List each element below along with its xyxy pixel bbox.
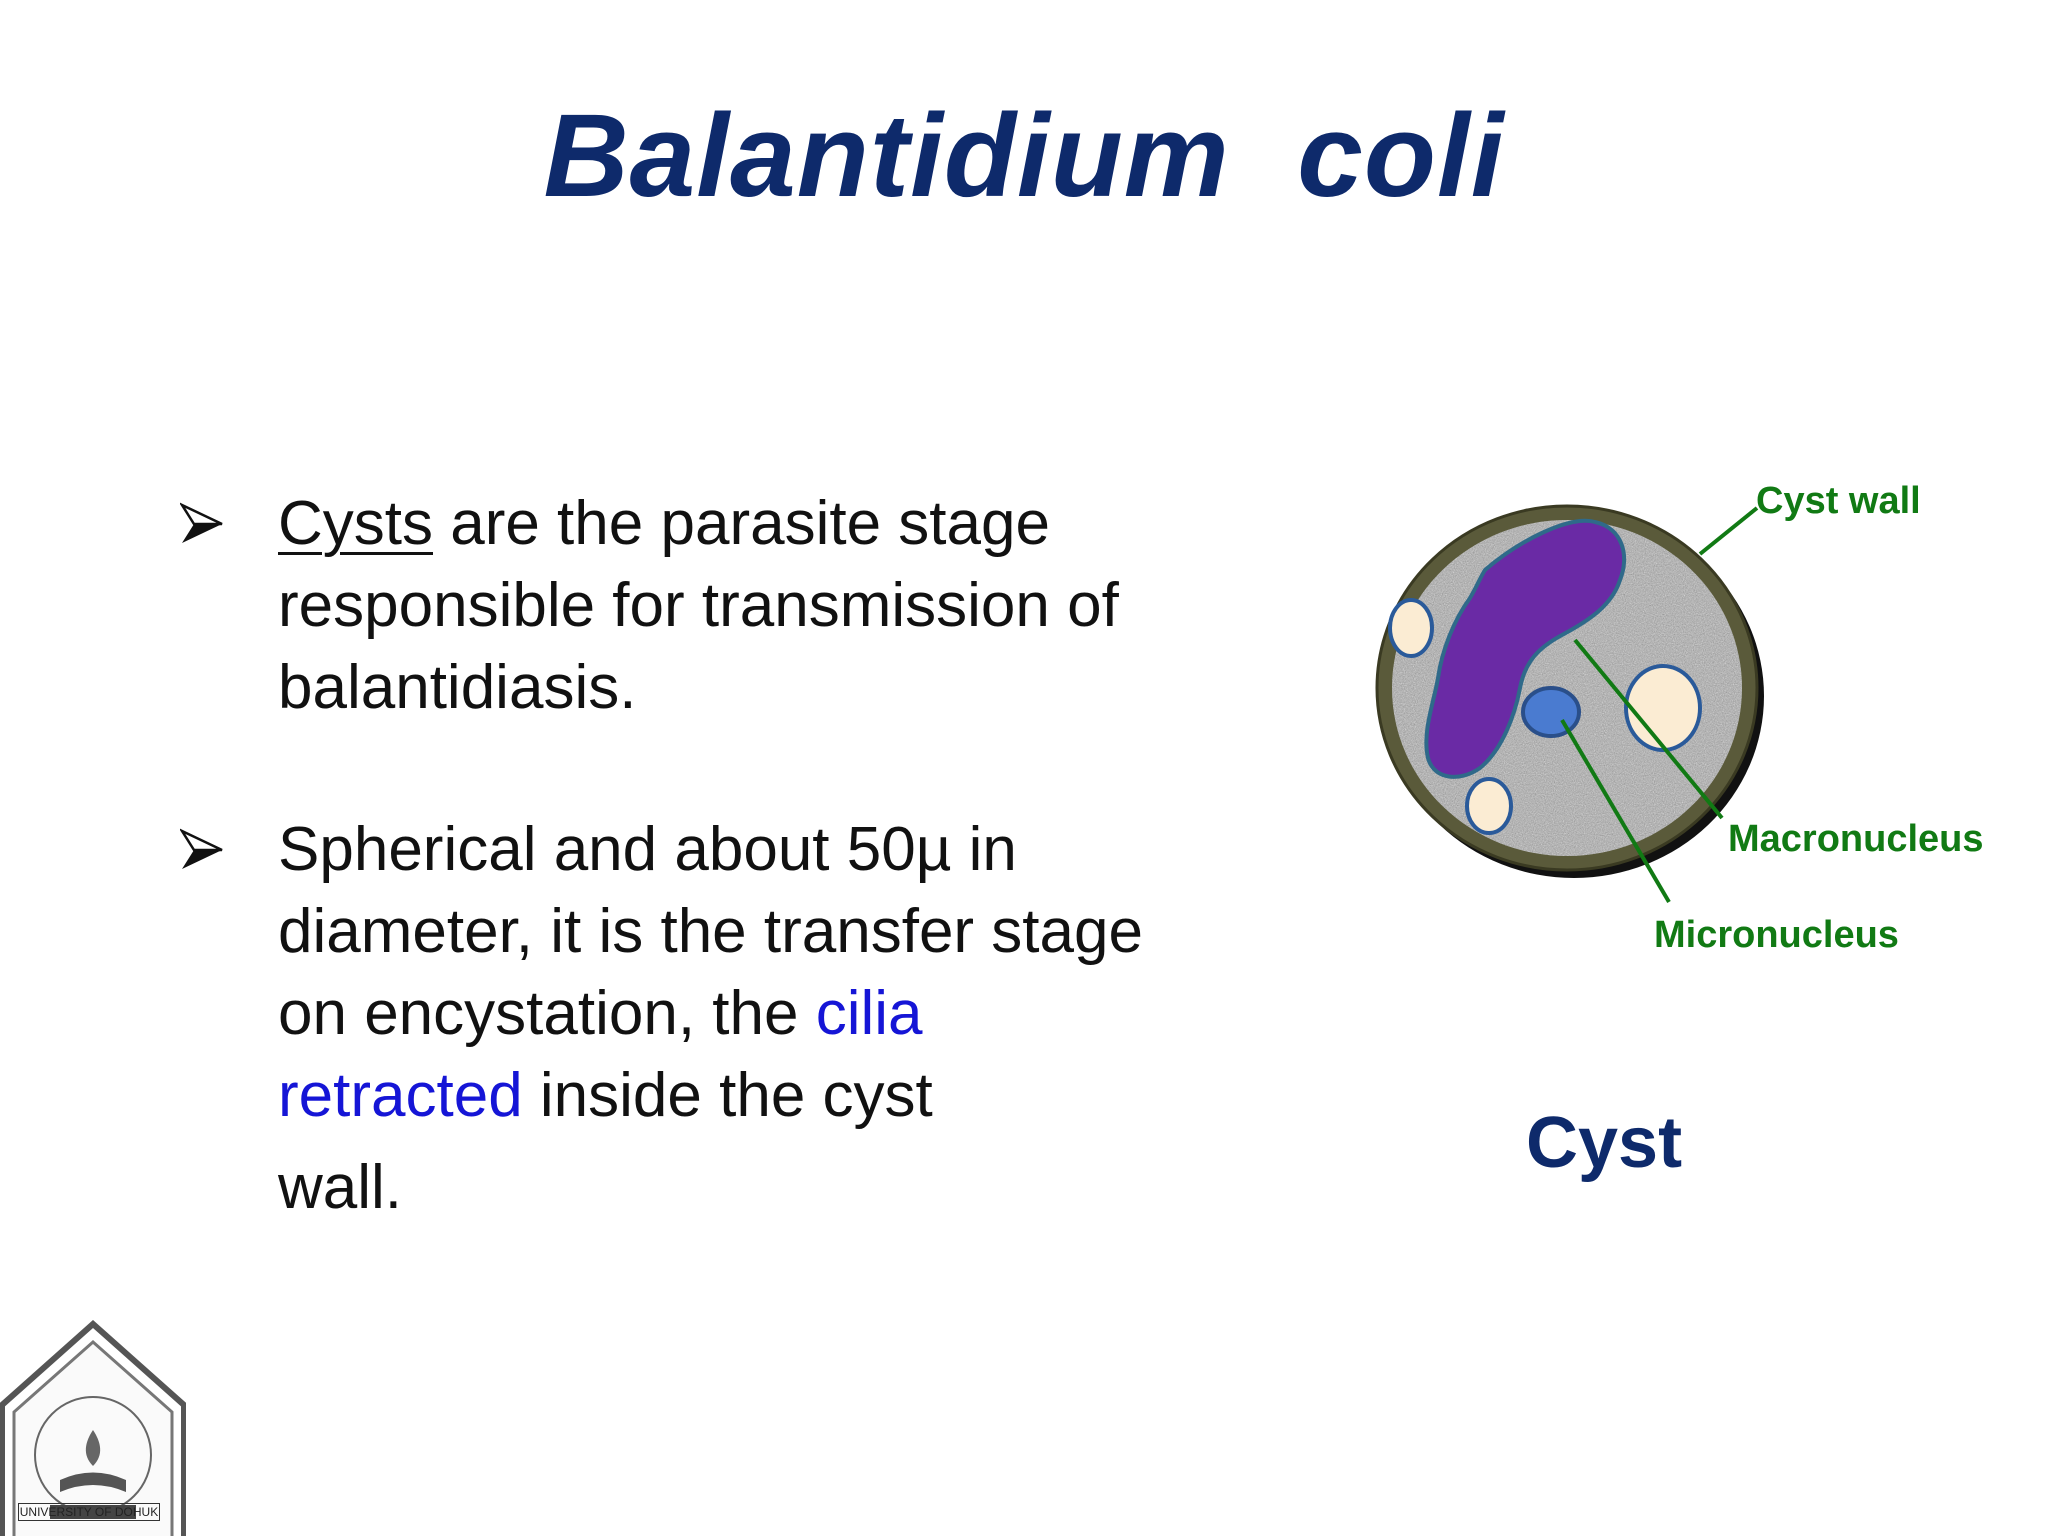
vacuole — [1465, 777, 1513, 835]
bullet-item: Spherical and about 50µ in diameter, it … — [180, 809, 1180, 1229]
slide-title: Balantidium coli — [543, 90, 1505, 222]
cysts-term: Cysts — [278, 489, 433, 558]
vacuole — [1624, 664, 1702, 752]
micronucleus-leader-line — [1560, 718, 1671, 904]
cyst-wall-leader-line — [1698, 506, 1759, 556]
bullet-text-last-line: wall. — [278, 1153, 403, 1222]
bullet-text-tail: inside the cyst — [522, 1061, 933, 1130]
arrowhead-bullet-icon — [180, 828, 223, 869]
vacuole — [1388, 598, 1434, 658]
cyst-wall-label: Cyst wall — [1756, 480, 1921, 522]
macronucleus-label: Macronucleus — [1728, 818, 1984, 860]
arrowhead-bullet-icon — [180, 502, 223, 543]
bullet-list: Cysts are the parasite stage responsible… — [180, 483, 1180, 1229]
micronucleus-label: Micronucleus — [1654, 914, 1899, 956]
university-logo — [0, 1320, 186, 1536]
micronucleus — [1521, 686, 1581, 738]
macronucleus — [1424, 518, 1627, 779]
diagram-caption: Cyst — [1526, 1103, 1683, 1183]
bullet-text: Spherical and about 50µ in diameter, it … — [278, 815, 1143, 1048]
bullet-text: are the parasite stage responsible for t… — [278, 489, 1119, 722]
university-logo-text: UNIVERSITY OF DOHUK — [18, 1503, 160, 1521]
cyst-diagram — [1375, 504, 1764, 904]
macronucleus-leader-line — [1573, 638, 1724, 820]
highlighted-term: cilia retracted — [278, 979, 923, 1130]
bullet-item: Cysts are the parasite stage responsible… — [180, 483, 1180, 729]
